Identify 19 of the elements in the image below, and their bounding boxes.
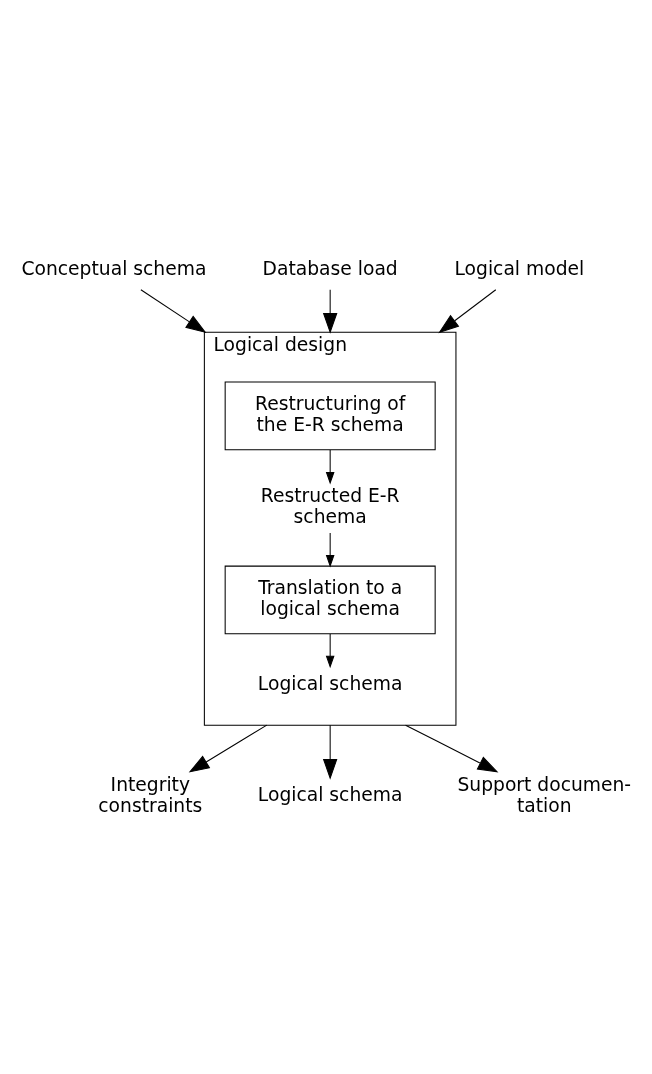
node-text: Logical model xyxy=(454,258,585,280)
arrow xyxy=(405,724,499,773)
arrow xyxy=(325,449,335,485)
node-text: Support documen- tation xyxy=(457,774,632,816)
node-text: Database load xyxy=(262,258,398,280)
arrow xyxy=(188,724,268,773)
node-box: Translation to a logical schema xyxy=(224,565,436,635)
arrow xyxy=(322,289,338,334)
node-text: Integrity constraints xyxy=(98,774,203,816)
node-text: Logical schema xyxy=(257,673,403,695)
arrow xyxy=(322,724,338,780)
node-text: Logical schema xyxy=(257,784,403,806)
node-text: Conceptual schema xyxy=(21,258,207,280)
node-text: Restructed E-R schema xyxy=(260,485,400,527)
node-box: Restructuring of the E-R schema xyxy=(224,381,436,451)
arrow xyxy=(438,289,497,334)
arrow xyxy=(325,633,335,669)
arrow xyxy=(325,532,335,568)
arrow xyxy=(140,289,207,334)
